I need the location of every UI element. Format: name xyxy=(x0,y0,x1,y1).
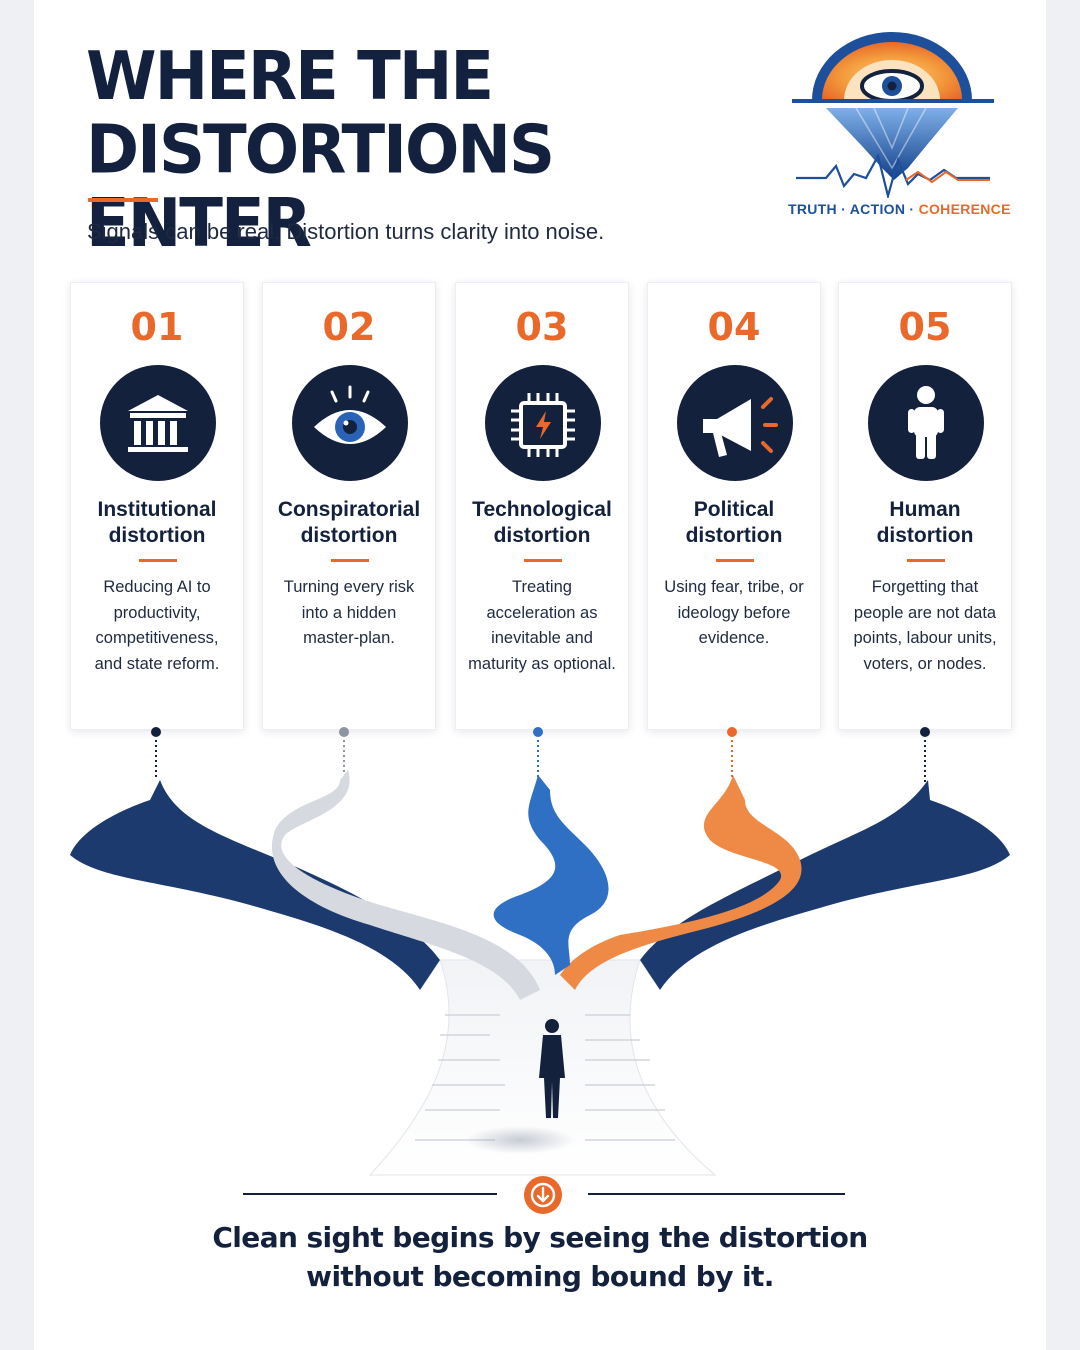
distortion-card-conspiratorial: 02 Conspiratorial distortion Turning eve… xyxy=(262,282,436,730)
connector-conspiratorial xyxy=(339,727,349,775)
walking-person-figure xyxy=(539,1019,565,1118)
card-label-line-1: Institutional xyxy=(97,498,217,521)
card-number: 02 xyxy=(322,305,376,349)
card-divider xyxy=(524,559,562,562)
megaphone-icon xyxy=(677,365,793,481)
card-label-line-2: distortion xyxy=(300,524,398,547)
card-divider xyxy=(331,559,369,562)
institution-building-icon xyxy=(100,365,216,481)
card-label: Political distortion xyxy=(652,497,816,549)
card-number: 03 xyxy=(515,305,569,349)
card-label: Human distortion xyxy=(843,497,1007,549)
tagline-truth: TRUTH xyxy=(788,201,837,217)
card-description: Turning every risk into a hidden master-… xyxy=(283,578,415,648)
page-subtitle: Signals can be real. Distortion turns cl… xyxy=(87,219,605,244)
closing-line-1: Clean sight begins by seeing the distort… xyxy=(212,1221,868,1254)
card-description: Using fear, tribe, or ideology before ev… xyxy=(664,578,804,648)
card-description: Reducing AI to productivity, competitive… xyxy=(94,578,220,673)
distortion-card-technological: 03 Technological distortion Treating acc… xyxy=(455,282,629,730)
card-description: Forgetting that people are not data poin… xyxy=(853,578,997,673)
card-label-line-2: distortion xyxy=(685,524,783,547)
distortion-card-human: 05 Human distortion Forgetting that peop… xyxy=(838,282,1012,730)
connector-technological xyxy=(533,727,543,778)
card-label: Conspiratorial distortion xyxy=(267,497,431,549)
microchip-icon xyxy=(485,365,601,481)
closing-line-2: without becoming bound by it. xyxy=(306,1260,774,1293)
path-branch-political xyxy=(560,775,802,990)
path-branch-human xyxy=(640,780,1010,990)
title-line-2: DISTORTIONS ENTER xyxy=(86,111,555,263)
connector-dots xyxy=(151,727,930,782)
distortion-card-institutional: 01 Institutional distortion Reducing AI … xyxy=(70,282,244,730)
tagline-coherence: COHERENCE xyxy=(918,201,1011,217)
card-number: 05 xyxy=(898,305,952,349)
eye-icon xyxy=(292,365,408,481)
title-line-1: WHERE THE xyxy=(86,37,494,116)
connector-human xyxy=(920,727,930,782)
connector-institutional xyxy=(151,727,161,780)
logo-tagline: TRUTH · ACTION · COHERENCE xyxy=(788,201,1010,217)
tagline-separator: · xyxy=(905,201,919,217)
card-label: Technological distortion xyxy=(460,497,624,549)
card-label-line-2: distortion xyxy=(876,524,974,547)
card-divider xyxy=(139,559,177,562)
path-branch-institutional xyxy=(70,780,440,990)
tagline-separator: · xyxy=(836,201,850,217)
connector-political xyxy=(727,727,737,778)
card-divider xyxy=(716,559,754,562)
eye-iceberg-logo-icon xyxy=(792,32,994,198)
card-label-line-2: distortion xyxy=(493,524,591,547)
card-number: 04 xyxy=(707,305,761,349)
closing-statement: Clean sight begins by seeing the distort… xyxy=(150,1218,930,1296)
card-label-line-1: Political xyxy=(693,498,775,521)
tagline-action: ACTION xyxy=(849,201,906,217)
card-number: 01 xyxy=(130,305,184,349)
card-label-line-2: distortion xyxy=(108,524,206,547)
path-branch-technological xyxy=(493,775,609,975)
card-description: Treating acceleration as inevitable and … xyxy=(468,578,616,673)
converging-paths-illustration xyxy=(70,770,1010,1176)
footer-divider-right xyxy=(588,1193,845,1195)
page-title: WHERE THE DISTORTIONS ENTER xyxy=(86,40,726,261)
footer-divider-left xyxy=(243,1193,497,1195)
card-label: Institutional distortion xyxy=(75,497,239,549)
path-branch-conspiratorial xyxy=(271,770,540,1000)
person-icon xyxy=(868,365,984,481)
card-label-line-1: Technological xyxy=(472,498,612,521)
title-underline xyxy=(88,198,158,202)
card-label-line-1: Conspiratorial xyxy=(277,498,421,521)
distortion-card-political: 04 Political distortion Using fear, trib… xyxy=(647,282,821,730)
card-divider xyxy=(907,559,945,562)
arrow-down-icon xyxy=(524,1176,562,1214)
card-label-line-1: Human xyxy=(889,498,961,521)
